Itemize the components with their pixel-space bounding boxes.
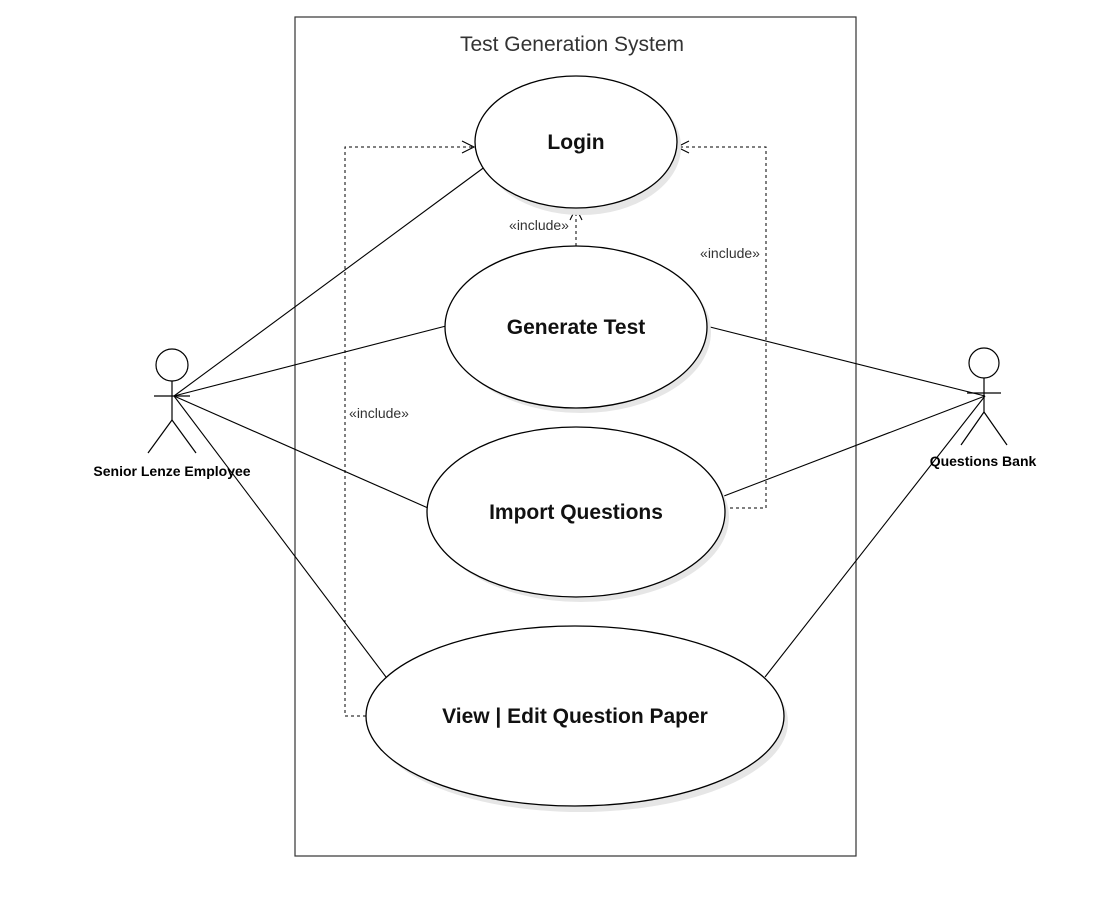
- actor-bank-left-leg: [960, 411, 985, 446]
- actor-bank-right-leg: [983, 411, 1008, 446]
- employee-associations: [173, 165, 487, 678]
- include-import-login-line: [678, 146, 767, 509]
- use-case-import-questions: Import Questions: [426, 426, 729, 602]
- system-title: Test Generation System: [460, 33, 684, 56]
- association-employee-import: [173, 395, 429, 509]
- include-view-login-line: [344, 146, 474, 717]
- actor-employee-left-leg: [147, 419, 173, 454]
- use-case-generate-test-ellipse: [444, 245, 708, 409]
- use-case-view-edit-ellipse: [365, 625, 785, 807]
- actor-employee-right-leg: [171, 419, 197, 454]
- use-case-import-questions-label: Import Questions: [489, 501, 663, 524]
- use-case-view-edit-label: View | Edit Question Paper: [442, 705, 708, 728]
- association-bank-view-edit: [764, 395, 986, 678]
- actor-employee-head: [155, 348, 189, 382]
- actor-bank-label: Questions Bank: [930, 453, 1037, 469]
- actor-questions-bank: Questions Bank: [930, 347, 1037, 469]
- association-employee-login: [173, 165, 487, 397]
- use-case-login: Login: [474, 75, 681, 215]
- use-case-login-label: Login: [547, 131, 604, 154]
- bank-associations: [705, 325, 986, 678]
- actor-employee-label: Senior Lenze Employee: [93, 463, 250, 479]
- use-case-view-edit-question-paper: View | Edit Question Paper: [365, 625, 788, 812]
- include-generate-login-label: «include»: [509, 217, 569, 233]
- include-import-login-label: «include»: [700, 245, 760, 261]
- include-view-login-label: «include»: [349, 405, 409, 421]
- association-bank-generate: [705, 325, 986, 397]
- association-employee-view-edit: [173, 395, 387, 678]
- actor-bank-head: [968, 347, 1000, 379]
- use-case-generate-test-label: Generate Test: [507, 316, 646, 339]
- use-case-login-ellipse: [474, 75, 678, 209]
- include-view-login-arrowhead: [461, 140, 476, 154]
- use-case-generate-test: Generate Test: [444, 245, 711, 413]
- association-bank-import: [723, 395, 986, 497]
- use-case-import-questions-ellipse: [426, 426, 726, 598]
- association-employee-generate: [173, 325, 447, 397]
- actor-senior-lenze-employee: Senior Lenze Employee: [93, 348, 251, 479]
- include-dependencies: «include» «include» «include»: [344, 140, 767, 717]
